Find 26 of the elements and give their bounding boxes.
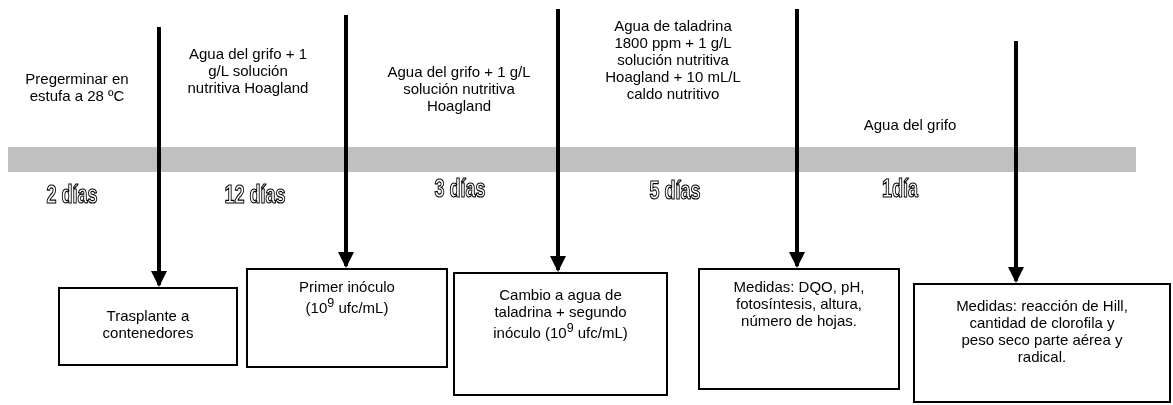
step-box <box>58 287 238 366</box>
step-text: Cambio a agua de taladrina + segundo inóculo (10$^{9}$ ufc/mL) <box>492 286 629 341</box>
duration-text: 1día <box>881 174 920 203</box>
step-text: Medidas: DQO, pH, fotosíntesis, altura, número de hojas. <box>732 278 866 329</box>
duration-text: 2 días <box>45 180 99 209</box>
step-text: Primer inóculo (10$^{9}$ ufc/mL) <box>298 278 396 316</box>
duration-text: 3 días <box>433 174 487 203</box>
arrow <box>789 9 805 268</box>
arrow <box>1008 41 1024 283</box>
period-text: Agua del grifo + 1 g/L solución nutritiva Hoagland <box>386 63 532 114</box>
duration-text: 12 días <box>223 180 287 209</box>
step-text: Medidas: reacción de Hill, cantidad de clorofila y peso seco parte aérea y radical. <box>955 297 1129 365</box>
duration-text: 5 días <box>648 176 702 205</box>
period-text: Agua del grifo <box>862 116 958 133</box>
arrow <box>550 9 566 272</box>
period-text: Agua de taladrina 1800 ppm + 1 g/L solución nutritiva Hoagland + 10 mL/L caldo nutritivo <box>604 17 742 102</box>
step-box <box>453 272 668 396</box>
timeline-bar <box>8 147 1136 172</box>
step-box <box>913 283 1171 403</box>
step-text: Trasplante a contenedores <box>101 307 195 341</box>
arrow <box>338 15 354 268</box>
period-text: Pregerminar en estufa a 28 ºC <box>24 70 130 104</box>
step-box <box>698 268 900 390</box>
period-text: Agua del grifo + 1 g/L solución nutritiva Hoagland <box>186 45 310 96</box>
arrow <box>151 27 167 287</box>
step-box <box>246 268 448 368</box>
